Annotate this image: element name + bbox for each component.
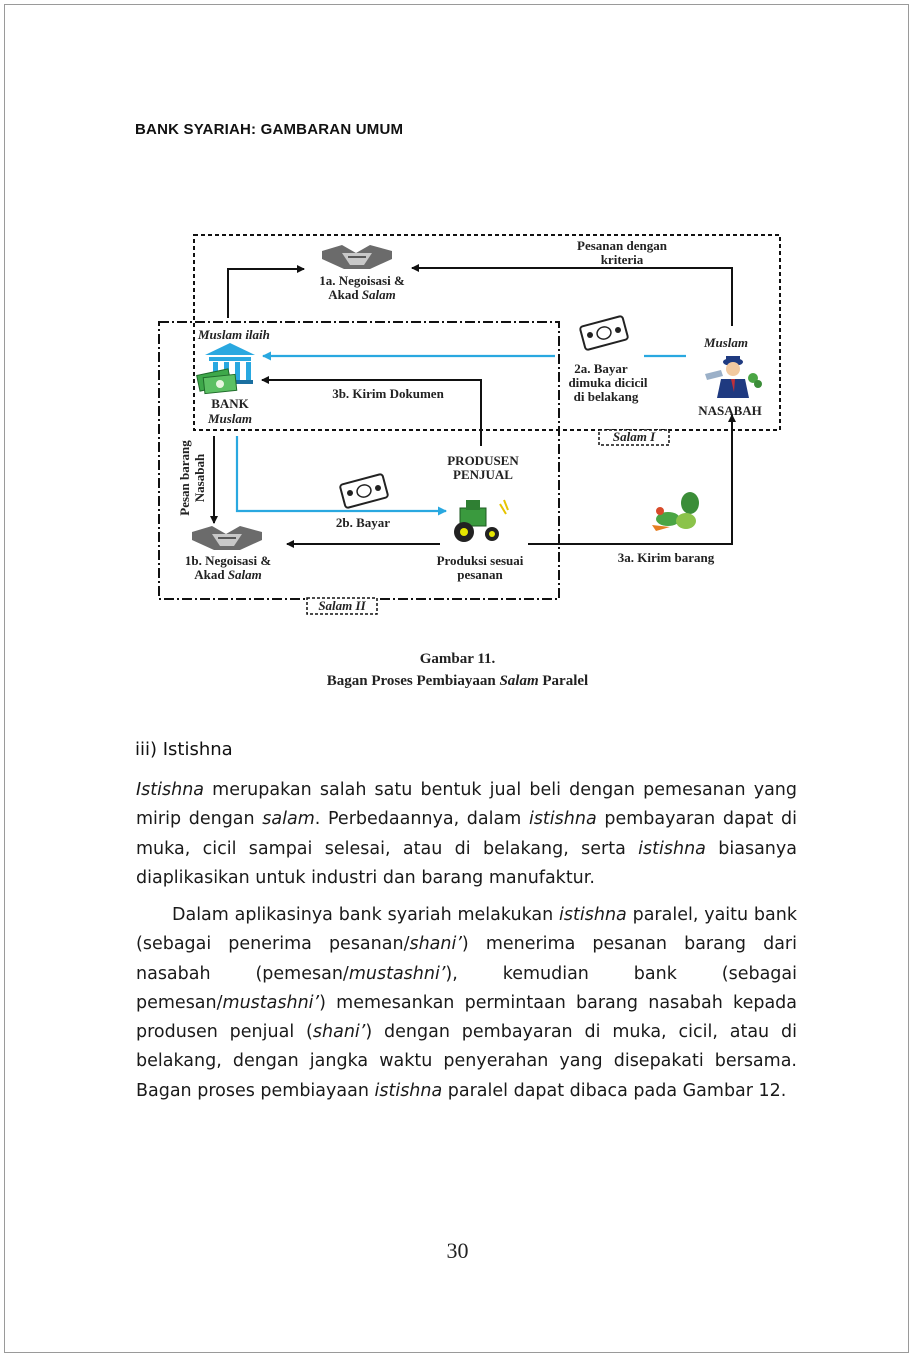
- section-heading: iii) Istishna: [135, 739, 233, 760]
- label-nego-1a-2: Akad Salam: [328, 287, 396, 302]
- label-muslam-nasabah: Muslam: [703, 335, 748, 350]
- page-number: 30: [446, 1238, 469, 1263]
- label-nego-1a-1: 1a. Negoisasi &: [319, 273, 405, 288]
- label-nego-1b-1: 1b. Negoisasi &: [185, 553, 271, 568]
- label-pesan-barang-1: Pesan barang: [177, 440, 192, 516]
- running-head: BANK SYARIAH: GAMBARAN UMUM: [135, 121, 404, 138]
- label-bank-muslam: Muslam: [207, 411, 252, 426]
- salam-1-tag-box: [598, 429, 670, 446]
- label-salam-1: Salam I: [613, 429, 656, 444]
- label-nasabah: NASABAH: [698, 403, 762, 418]
- label-bayar-2a-1: 2a. Bayar: [574, 361, 628, 376]
- label-bayar-2a-3: di belakang: [574, 389, 639, 404]
- salam-paralel-diagram: Pesanan dengan kriteria 1a. Negoisasi & …: [150, 226, 790, 626]
- label-bank: BANK: [211, 396, 249, 411]
- arrow-kirim-barang: [528, 414, 736, 545]
- page-border: [4, 4, 909, 1353]
- vegetables-icon: [652, 492, 699, 531]
- money-icon: [196, 368, 238, 395]
- label-nego-1b-2: Akad Salam: [194, 567, 262, 582]
- label-kirim-barang: 3a. Kirim barang: [618, 550, 715, 565]
- label-kirim-dokumen: 3b. Kirim Dokumen: [332, 386, 444, 401]
- customer-man-icon: [705, 356, 762, 398]
- arrow-bank-to-nego1a: [227, 265, 305, 318]
- label-produksi-2: pesanan: [457, 567, 503, 582]
- label-produsen-2: PENJUAL: [453, 467, 513, 482]
- label-bayar-2a-2: dimuka dicicil: [568, 375, 647, 390]
- label-pesanan-1: Pesanan dengan: [577, 238, 668, 253]
- handshake-icon: [322, 245, 392, 269]
- banknote-icon: [579, 315, 629, 351]
- label-muslam-ilaih: Muslam ilaih: [197, 327, 270, 342]
- salam-1-frame: [193, 234, 781, 431]
- arrow-pesanan-kriteria: [411, 264, 733, 326]
- handshake-icon: [192, 526, 262, 550]
- label-bayar-2b: 2b. Bayar: [336, 515, 390, 530]
- arrow-bayar-2b: [235, 436, 447, 516]
- salam-2-tag-box: [306, 597, 378, 615]
- label-pesan-barang-2: Nasabah: [192, 453, 207, 502]
- tractor-icon: [454, 499, 509, 542]
- banknote-icon: [339, 473, 389, 509]
- paragraph-istishna-definition: Istishna merupakan salah satu bentuk jua…: [136, 780, 798, 888]
- paragraph-istishna-paralel: Dalam aplikasinya bank syariah melakukan…: [136, 905, 797, 1101]
- label-produksi-1: Produksi sesuai: [437, 553, 524, 568]
- figure-caption-number: Gambar 11.: [419, 651, 496, 667]
- label-pesanan-2: kriteria: [601, 252, 644, 267]
- arrow-kirim-dokumen: [261, 376, 482, 446]
- label-produsen-1: PRODUSEN: [447, 453, 519, 468]
- figure-caption-title: Bagan Proses Pembiayaan Salam Paralel: [326, 673, 589, 689]
- label-salam-2: Salam II: [318, 598, 366, 613]
